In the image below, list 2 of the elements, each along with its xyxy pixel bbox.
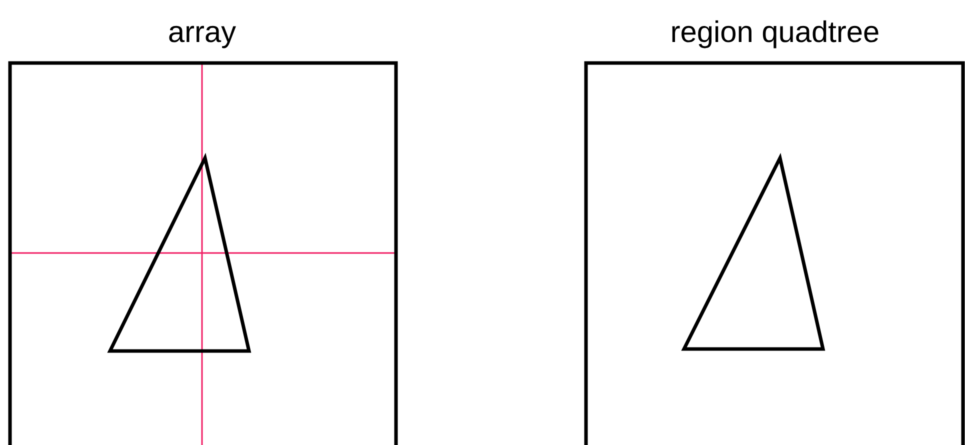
panel-title: array [169, 26, 236, 48]
panel-title: region quadtree [672, 20, 878, 48]
